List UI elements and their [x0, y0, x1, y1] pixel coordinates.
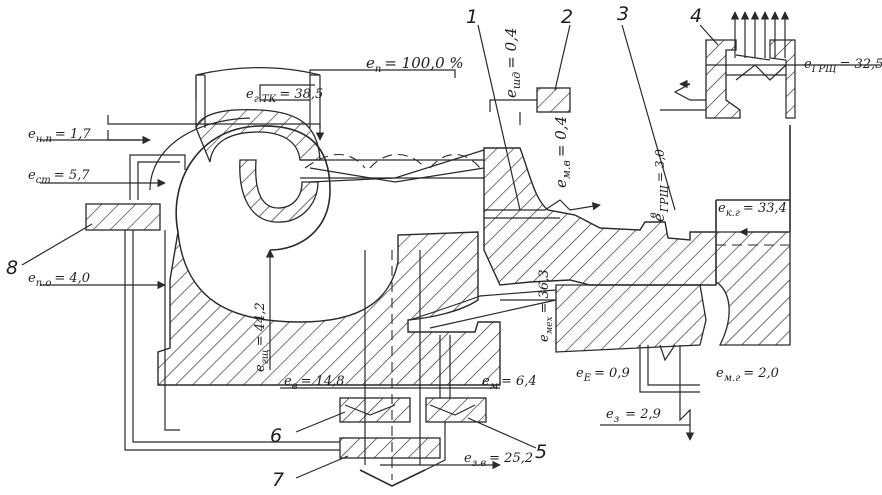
callout-numbers: 1 2 3 4 5 6 7 8 — [6, 3, 702, 491]
label-e-kg: eк.г= 33,4 — [718, 201, 787, 219]
label-e-po: eп.о= 4,0 — [28, 271, 90, 289]
label-e-np: eн.п= 1,7 — [28, 127, 91, 145]
label-e-gtk: eг.ТК= 38,5 — [246, 87, 323, 105]
callout-2: 2 — [561, 6, 573, 28]
label-e-mg: eм.г= 2,0 — [716, 366, 779, 384]
energy-labels: eп= 100,0 % eг.ТК= 38,5 eн.п= 1,7 eст= 5… — [28, 28, 882, 470]
label-e-p: eп= 100,0 % — [366, 54, 464, 75]
label-e-mekh: eмех= 36,3 — [537, 269, 555, 342]
label-e-gsh: eгщ= 44,2 — [253, 302, 271, 372]
label-e-grsh-v: eвГРЩ= 3,0 — [648, 149, 671, 222]
callout-leaders — [21, 24, 719, 479]
label-e-m: eм= 6,4 — [482, 374, 537, 392]
label-e-mv: eм.в= 0,4 — [552, 116, 573, 188]
callout-8: 8 — [6, 257, 18, 279]
label-e-E: eE= 0,9 — [576, 366, 630, 384]
energy-flow-lines — [40, 64, 880, 471]
callout-6: 6 — [270, 425, 282, 447]
label-e-st: eст= 5,7 — [28, 168, 90, 186]
label-e-z: eз= 2,9 — [606, 407, 661, 425]
label-e-grsh: eГРЩ= 32,5 — [804, 57, 882, 75]
callout-3: 3 — [617, 3, 629, 25]
label-e-zv: eз.в= 25,2 — [464, 451, 533, 469]
casing-hatched — [85, 39, 796, 459]
callout-1: 1 — [466, 6, 478, 28]
exhaust-arrows — [730, 11, 790, 58]
label-e-shd: eшд= 0,4 — [502, 28, 523, 99]
label-e-v: eв= 14,8 — [284, 374, 345, 392]
callout-4: 4 — [690, 5, 702, 27]
callout-5: 5 — [535, 441, 547, 463]
callout-7: 7 — [272, 469, 284, 491]
casing-outlines — [149, 11, 791, 487]
